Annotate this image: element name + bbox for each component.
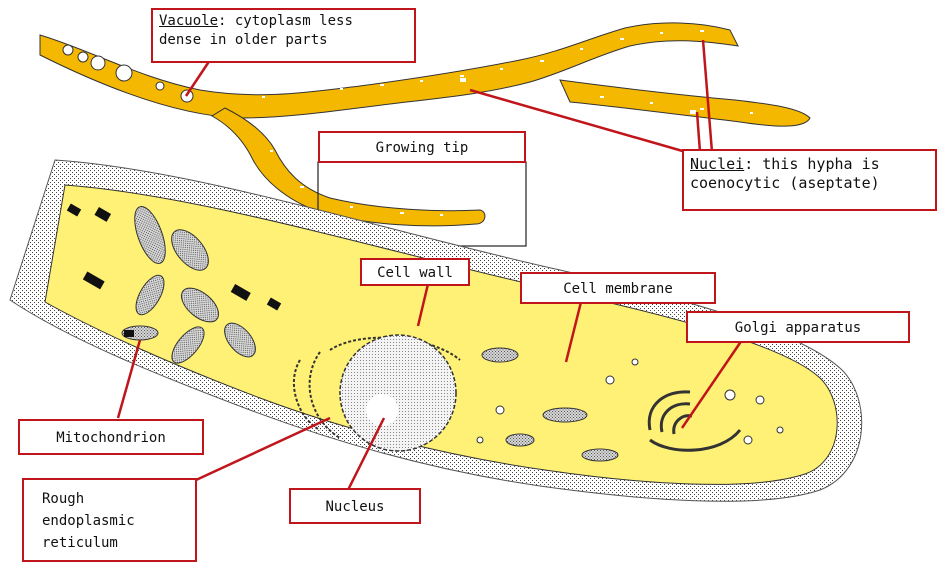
rer-line-2: endoplasmic bbox=[42, 513, 135, 529]
vacuole-term: Vacuole bbox=[159, 13, 218, 29]
vacuole bbox=[63, 45, 73, 55]
vacuole bbox=[116, 65, 132, 81]
cell-wall-label: Cell wall bbox=[360, 258, 470, 286]
vacuole-desc-2: dense in older parts bbox=[159, 32, 328, 48]
mitochondrion-text: Mitochondrion bbox=[56, 430, 166, 446]
rer-label: Rough endoplasmic reticulum bbox=[22, 478, 197, 562]
golgi-text: Golgi apparatus bbox=[735, 320, 861, 336]
cell-membrane-label: Cell membrane bbox=[520, 272, 716, 304]
nuclei-desc-2: coenocytic (aseptate) bbox=[690, 174, 880, 192]
growing-tip-text: Growing tip bbox=[376, 140, 469, 156]
nuclei-term: Nuclei bbox=[690, 155, 744, 173]
vacuole-desc-1: : cytoplasm less bbox=[218, 13, 353, 29]
cell-membrane-text: Cell membrane bbox=[563, 281, 673, 297]
nuclei-label: Nuclei: this hypha is coenocytic (asepta… bbox=[682, 149, 937, 211]
hypha-branch-right bbox=[560, 80, 810, 126]
nuclei-desc-1: : this hypha is bbox=[744, 155, 879, 173]
rer-line-3: reticulum bbox=[42, 535, 118, 551]
nucleus-label: Nucleus bbox=[289, 488, 421, 524]
vacuole bbox=[156, 82, 164, 90]
mitochondrion-label: Mitochondrion bbox=[18, 419, 204, 455]
vacuole bbox=[78, 52, 88, 62]
rer-line-1: Rough bbox=[42, 491, 84, 507]
growing-tip-label: Growing tip bbox=[318, 131, 526, 163]
vacuole bbox=[91, 56, 105, 70]
nucleus-text: Nucleus bbox=[325, 499, 384, 515]
cell-wall-text: Cell wall bbox=[377, 265, 453, 281]
vacuole-label: Vacuole: cytoplasm less dense in older p… bbox=[151, 8, 416, 63]
nucleus bbox=[340, 335, 456, 451]
golgi-label: Golgi apparatus bbox=[686, 311, 910, 343]
